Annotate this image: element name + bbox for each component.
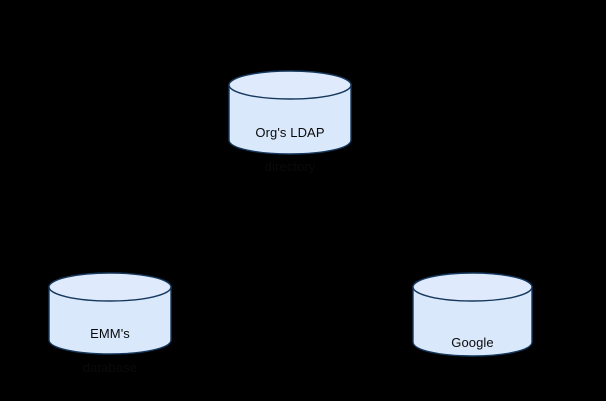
database-cylinder-icon <box>48 272 172 355</box>
node-label-line-2: database <box>82 360 138 375</box>
database-cylinder-icon <box>228 70 352 155</box>
node-org-ldap-directory[interactable]: Org's LDAP directory <box>228 70 352 174</box>
node-emm-database[interactable]: EMM's database <box>48 272 172 375</box>
database-cylinder-icon <box>412 272 533 357</box>
node-google[interactable]: Google <box>412 272 533 357</box>
node-label-line-2: directory <box>264 159 316 174</box>
